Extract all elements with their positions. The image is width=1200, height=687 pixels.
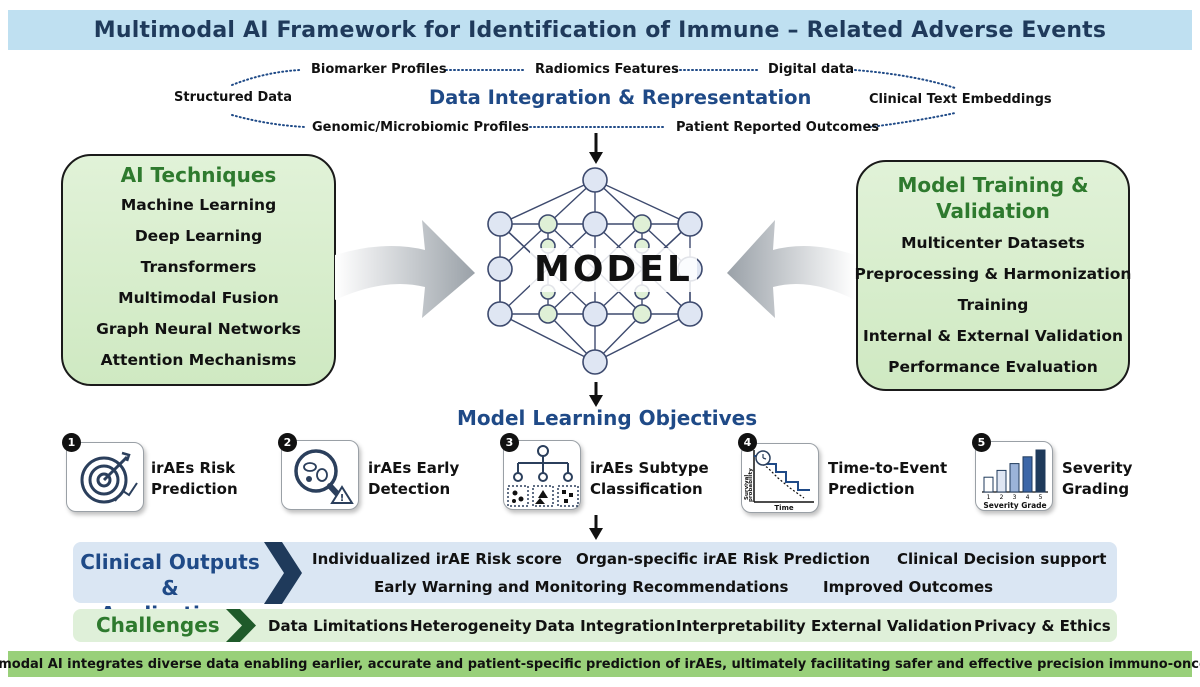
ai-techniques-title: AI Techniques — [120, 163, 277, 187]
ai-technique-item: Deep Learning — [134, 227, 263, 245]
challenge-item: External Validation — [811, 617, 973, 635]
objective-5-label-line2: Grading — [1062, 480, 1130, 498]
objective-2-label-line2: Detection — [368, 480, 451, 498]
severity-bar-5 — [1035, 449, 1046, 493]
objective-4-icon-box: Time Survival probability — [741, 443, 819, 513]
target-icon — [80, 451, 138, 504]
source-genomic: Genomic/Microbiomic Profiles — [312, 120, 530, 135]
challenges-title: Challenges — [96, 613, 220, 637]
severity-tick-label: 2 — [1000, 494, 1004, 501]
clinical-output-item: Early Warning and Monitoring Recommendat… — [374, 578, 789, 596]
data-connectors — [231, 69, 956, 128]
ai-technique-item: Graph Neural Networks — [96, 320, 301, 338]
objectives-title: Model Learning Objectives — [457, 406, 758, 430]
objective-2-number: 2 — [278, 433, 297, 452]
objective-2-icon-box: ! — [281, 440, 359, 510]
clinical-outputs-title-line1: Clinical Outputs & — [80, 550, 260, 600]
objective-4-label: Time-to-Event Prediction — [828, 458, 947, 500]
arrow-down-icon — [589, 382, 603, 407]
objective-1-label: irAEs Risk Prediction — [151, 458, 238, 500]
model-training-item: Internal & External Validation — [862, 327, 1124, 345]
objective-2-label: irAEs Early Detection — [368, 458, 459, 500]
objective-3-number: 3 — [500, 433, 519, 452]
ai-technique-item: Attention Mechanisms — [100, 351, 297, 369]
left-flow-arrow-icon — [335, 220, 475, 318]
title-bar: Multimodal AI Framework for Identificati… — [8, 10, 1192, 50]
objective-1-number: 1 — [62, 433, 81, 452]
chevron-right-icon — [264, 542, 302, 604]
severity-tick-label: 4 — [1026, 494, 1030, 501]
survival-curve-icon: Time Survival probability — [744, 450, 814, 512]
severity-bar-4 — [1022, 456, 1033, 493]
source-clinical-text: Clinical Text Embeddings — [869, 92, 1052, 107]
ai-technique-item: Multimodal Fusion — [118, 289, 279, 307]
source-biomarker: Biomarker Profiles — [311, 62, 447, 77]
objective-1-label-line2: Prediction — [151, 480, 238, 498]
model-training-item: Preprocessing & Harmonization — [854, 265, 1132, 283]
severity-bar-2 — [996, 469, 1007, 493]
model-training-item: Training — [957, 296, 1029, 314]
model-training-item: Performance Evaluation — [888, 358, 1098, 376]
clinical-output-item: Improved Outcomes — [823, 578, 994, 596]
objective-5-label-line1: Severity — [1062, 459, 1133, 477]
source-radiomics: Radiomics Features — [535, 62, 679, 77]
objective-5-number: 5 — [972, 433, 991, 452]
severity-tick-label: 3 — [1013, 494, 1017, 501]
challenge-item: Interpretability — [676, 617, 806, 635]
ai-technique-item: Machine Learning — [120, 196, 277, 214]
ai-technique-item: Transformers — [140, 258, 257, 276]
clinical-output-item: Individualized irAE Risk score — [312, 550, 562, 568]
model-training-panel: Model Training & Validation Multicenter … — [854, 160, 1132, 391]
objective-5-label: Severity Grading — [1062, 458, 1132, 500]
model-training-item: Multicenter Datasets — [901, 234, 1085, 252]
objective-1-icon-box — [66, 442, 144, 512]
objective-3-label: irAEs Subtype Classification — [590, 458, 709, 500]
severity-xlabel: Severity Grade — [983, 501, 1046, 510]
arrow-down-icon — [589, 133, 603, 164]
objective-5-icon-box: Severity Grade 1 2 3 4 5 — [975, 441, 1053, 511]
model-training-title-line1: Model Training & — [897, 173, 1089, 197]
objective-3-icon-box — [503, 440, 581, 510]
clinical-output-item: Clinical Decision support — [897, 550, 1107, 568]
severity-tick-label: 5 — [1039, 494, 1043, 501]
objective-1-label-line1: irAEs Risk — [151, 459, 236, 477]
arrow-down-icon — [589, 515, 603, 540]
severity-bar-3 — [1009, 463, 1020, 493]
model-training-title-line2: Validation — [936, 199, 1050, 223]
page-title: Multimodal AI Framework for Identificati… — [93, 17, 1107, 43]
clinical-output-item: Organ-specific irAE Risk Prediction — [576, 550, 871, 568]
objective-3-label-line1: irAEs Subtype — [590, 459, 709, 477]
challenge-item: Heterogeneity — [410, 617, 532, 635]
data-integration-title: Data Integration & Representation — [429, 86, 812, 109]
source-digital: Digital data — [768, 62, 855, 77]
source-structured: Structured Data — [174, 90, 293, 105]
challenge-item: Data Limitations — [268, 617, 409, 635]
objective-4-number: 4 — [738, 433, 757, 452]
source-pro: Patient Reported Outcomes — [676, 120, 880, 135]
right-flow-arrow-icon — [727, 220, 855, 318]
objective-3-label-line2: Classification — [590, 480, 703, 498]
objective-4-label-line2: Prediction — [828, 480, 915, 498]
ai-techniques-panel: AI Techniques Machine Learning Deep Lear… — [61, 154, 336, 386]
chevron-right-icon — [226, 609, 256, 642]
model-label: MODEL — [530, 248, 697, 292]
clinical-outputs-band — [73, 542, 1117, 603]
challenge-item: Privacy & Ethics — [974, 617, 1111, 635]
footer-banner: Multimodal AI integrates diverse data en… — [0, 651, 1200, 677]
objective-4-label-line1: Time-to-Event — [828, 459, 948, 477]
survival-xlabel: Time — [774, 504, 793, 512]
magnifier-cells-icon: ! — [294, 449, 354, 504]
footer-text: Multimodal AI integrates diverse data en… — [0, 656, 1200, 672]
survival-ylabel-1: Survival — [744, 475, 750, 500]
severity-tick-label: 1 — [987, 494, 991, 501]
severity-bars-icon: Severity Grade 1 2 3 4 5 — [982, 449, 1048, 510]
severity-bar-1 — [983, 476, 994, 493]
survival-ylabel-2: probability — [748, 468, 754, 502]
objective-2-label-line1: irAEs Early — [368, 459, 460, 477]
hierarchy-icon — [507, 445, 579, 507]
svg-text:!: ! — [340, 493, 345, 504]
challenge-item: Data Integration — [535, 617, 676, 635]
